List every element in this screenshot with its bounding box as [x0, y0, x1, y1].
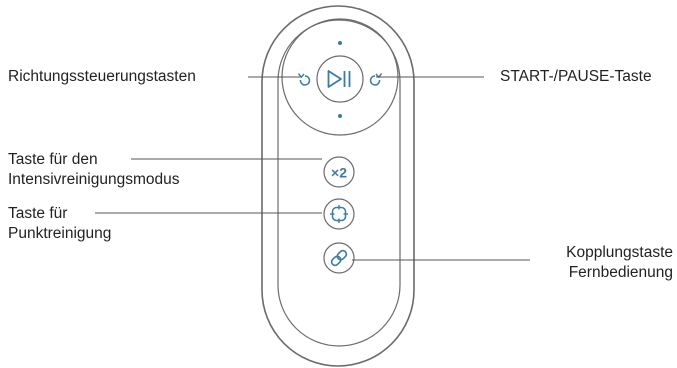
spot-clean-icon: [330, 205, 348, 223]
label-intensive-line1: Taste für den: [8, 151, 98, 168]
label-start-pause-text: START-/PAUSE-Taste: [500, 68, 652, 85]
pairing-button[interactable]: [323, 242, 355, 274]
start-pause-button[interactable]: [316, 55, 364, 103]
label-spot-clean: Taste für Punktreinigung: [8, 204, 111, 244]
play-pause-icon: [327, 70, 351, 88]
label-pairing-line2: Fernbedienung: [568, 264, 673, 281]
label-direction-keys-text: Richtungssteuerungstasten: [8, 68, 196, 85]
spot-clean-button[interactable]: [323, 198, 355, 230]
left-arrow-icon[interactable]: [297, 73, 311, 86]
link-icon: [330, 249, 348, 267]
right-arrow-icon[interactable]: [369, 73, 383, 86]
intensive-badge-text: ×2: [331, 165, 347, 181]
label-spot-line1: Taste für: [8, 205, 68, 222]
label-pairing: Kopplungstaste Fernbedienung: [566, 243, 673, 283]
remote-outer-shell: [261, 5, 415, 367]
intensive-mode-button[interactable]: ×2: [323, 156, 355, 188]
label-pairing-line1: Kopplungstaste: [566, 244, 673, 261]
remote-inner-shell: [277, 19, 401, 347]
dpad-down-dot: [338, 114, 342, 118]
label-direction-keys: Richtungssteuerungstasten: [8, 67, 196, 87]
dpad-up-dot: [338, 41, 342, 45]
label-intensive-line2: Intensivreinigungsmodus: [8, 171, 180, 188]
label-start-pause: START-/PAUSE-Taste: [500, 67, 652, 87]
label-intensive-mode: Taste für den Intensivreinigungsmodus: [8, 150, 179, 190]
label-spot-line2: Punktreinigung: [8, 225, 112, 242]
